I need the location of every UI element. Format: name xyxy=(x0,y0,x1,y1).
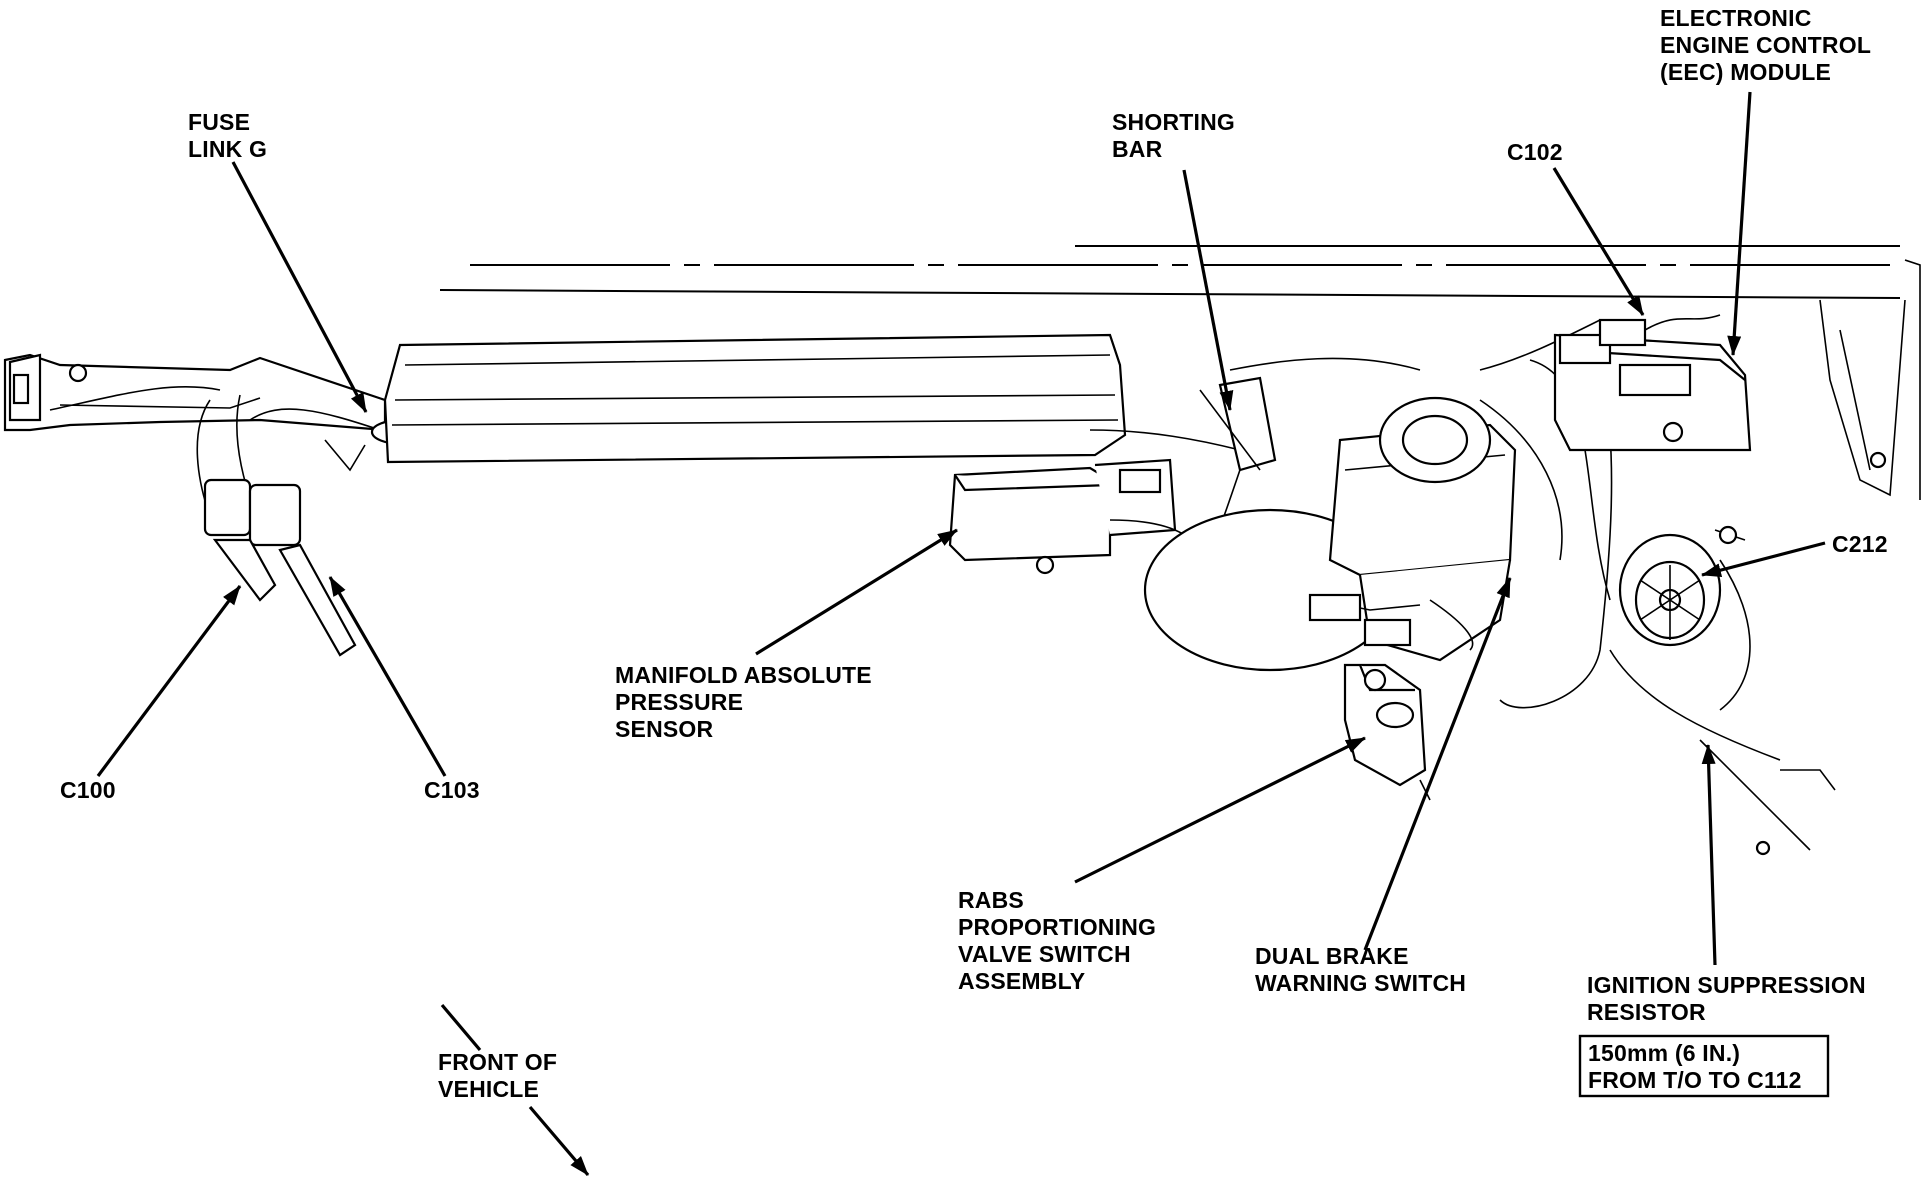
body-structure xyxy=(439,245,1921,500)
connector-c100 xyxy=(203,478,252,537)
leader-dual-brake xyxy=(1363,577,1512,951)
front-arrow-head xyxy=(528,1105,590,1177)
label-fuse-link: FUSE LINK G xyxy=(188,109,267,162)
leader-ignition-resistor xyxy=(1701,744,1717,966)
connector-c103 xyxy=(248,483,302,547)
leader-c212 xyxy=(1701,541,1826,577)
label-map-sensor: MANIFOLD ABSOLUTE PRESSURE SENSOR xyxy=(615,662,878,742)
label-c100: C100 xyxy=(60,777,116,803)
center-panel xyxy=(383,333,1127,464)
note-text: 150mm (6 IN.) FROM T/O TO C112 xyxy=(1588,1040,1802,1093)
leader-map-sensor xyxy=(755,528,958,656)
leader-shorting-bar xyxy=(1182,169,1234,411)
leader-rabs xyxy=(1074,736,1366,884)
label-ignition-resistor: IGNITION SUPPRESSION RESISTOR xyxy=(1587,972,1872,1025)
connector-c102 xyxy=(1598,318,1647,347)
rabs-valve-assembly xyxy=(1343,663,1431,801)
note-box: 150mm (6 IN.) FROM T/O TO C112 xyxy=(1578,1034,1830,1098)
label-c103: C103 xyxy=(424,777,480,803)
leader-c100 xyxy=(96,585,242,777)
shorting-bar-connector xyxy=(1218,376,1277,472)
label-front-of-vehicle: FRONT OF VEHICLE xyxy=(438,1049,564,1102)
ignition-resistor-body xyxy=(1618,525,1746,647)
left-harness xyxy=(49,385,434,657)
left-bracket xyxy=(3,353,387,432)
label-c102: C102 xyxy=(1507,139,1563,165)
front-arrow-tail xyxy=(440,1003,482,1052)
eec-module xyxy=(1553,314,1752,452)
label-eec-module: ELECTRONIC ENGINE CONTROL (EEC) MODULE xyxy=(1660,5,1877,85)
label-rabs-valve: RABS PROPORTIONING VALVE SWITCH ASSEMBLY xyxy=(958,887,1163,994)
brake-master-cylinder xyxy=(1143,396,1517,672)
labels: ELECTRONIC ENGINE CONTROL (EEC) MODULE F… xyxy=(60,5,1888,1102)
label-shorting-bar: SHORTING BAR xyxy=(1112,109,1242,162)
leader-fuse-link xyxy=(231,161,368,413)
leader-c102 xyxy=(1552,167,1645,316)
label-c212: C212 xyxy=(1832,531,1888,557)
label-dual-brake: DUAL BRAKE WARNING SWITCH xyxy=(1255,943,1466,996)
leader-lines xyxy=(96,91,1826,1177)
leader-c103 xyxy=(328,576,447,777)
leader-eec xyxy=(1727,91,1752,356)
